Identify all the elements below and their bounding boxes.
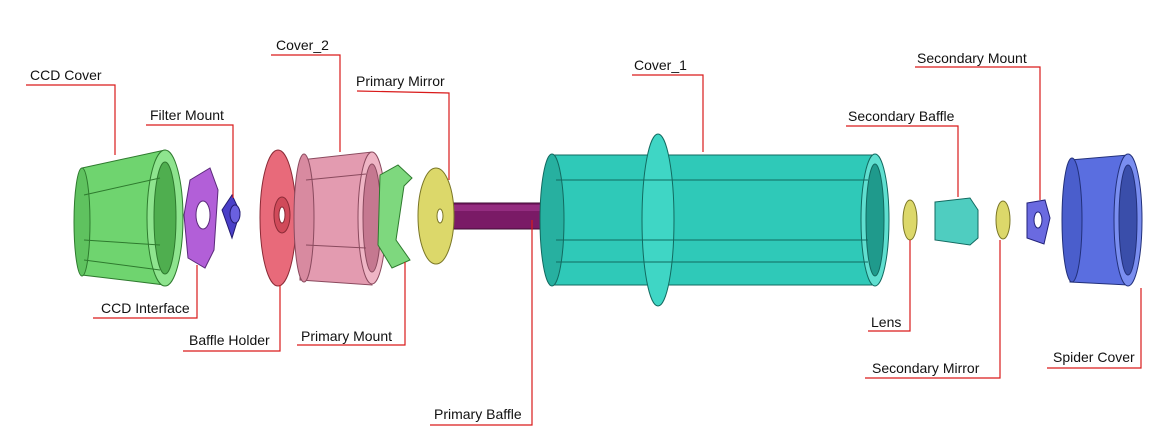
cover-1-part — [539, 133, 890, 307]
label-secondary-baffle: Secondary Baffle — [848, 108, 955, 124]
leader-primary-baffle — [430, 220, 533, 426]
label-spider-cover: Spider Cover — [1053, 349, 1135, 365]
label-filter-mount: Filter Mount — [150, 107, 224, 123]
label-ccd-cover: CCD Cover — [30, 67, 102, 83]
label-primary-mount: Primary Mount — [301, 328, 393, 344]
secondary-mirror-part — [995, 200, 1011, 240]
leader-primary-mount — [297, 262, 406, 346]
label-ccd-interface: CCD Interface — [101, 300, 190, 316]
leader-ccd-interface — [93, 265, 198, 319]
leader-filter-mount — [146, 124, 234, 198]
leader-cover-2 — [271, 54, 341, 152]
leader-ccd-cover — [26, 84, 116, 155]
label-primary-mirror: Primary Mirror — [356, 73, 445, 89]
leader-cover-1 — [632, 74, 704, 152]
lens-part — [902, 199, 918, 241]
leader-secondary-mount — [915, 66, 1041, 200]
leader-baffle-holder — [183, 285, 281, 352]
leader-spider-cover — [1047, 288, 1142, 369]
secondary-baffle-part — [934, 197, 979, 246]
primary-baffle-part — [444, 202, 551, 230]
leader-lens — [868, 240, 911, 332]
primary-mount-part — [377, 164, 413, 269]
label-primary-baffle: Primary Baffle — [434, 406, 522, 422]
label-lens: Lens — [871, 314, 902, 330]
secondary-mount-part — [1026, 199, 1051, 245]
label-baffle-holder: Baffle Holder — [189, 332, 270, 348]
cover-2-part — [293, 151, 387, 286]
leader-lines — [26, 54, 1142, 426]
leader-secondary-mirror — [865, 240, 1001, 379]
leader-primary-mirror — [356, 90, 450, 180]
label-cover-1: Cover_1 — [634, 57, 687, 73]
label-secondary-mirror: Secondary Mirror — [872, 360, 980, 376]
filter-mount-part — [221, 193, 241, 240]
primary-mirror-part — [417, 167, 455, 265]
ccd-interface-part — [183, 167, 219, 269]
ccd-cover-part — [73, 149, 184, 287]
label-cover-2: Cover_2 — [276, 37, 329, 53]
baffle-holder-part — [259, 149, 297, 287]
leader-secondary-baffle — [846, 125, 959, 197]
spider-cover-part — [1061, 153, 1143, 287]
label-secondary-mount: Secondary Mount — [917, 50, 1027, 66]
